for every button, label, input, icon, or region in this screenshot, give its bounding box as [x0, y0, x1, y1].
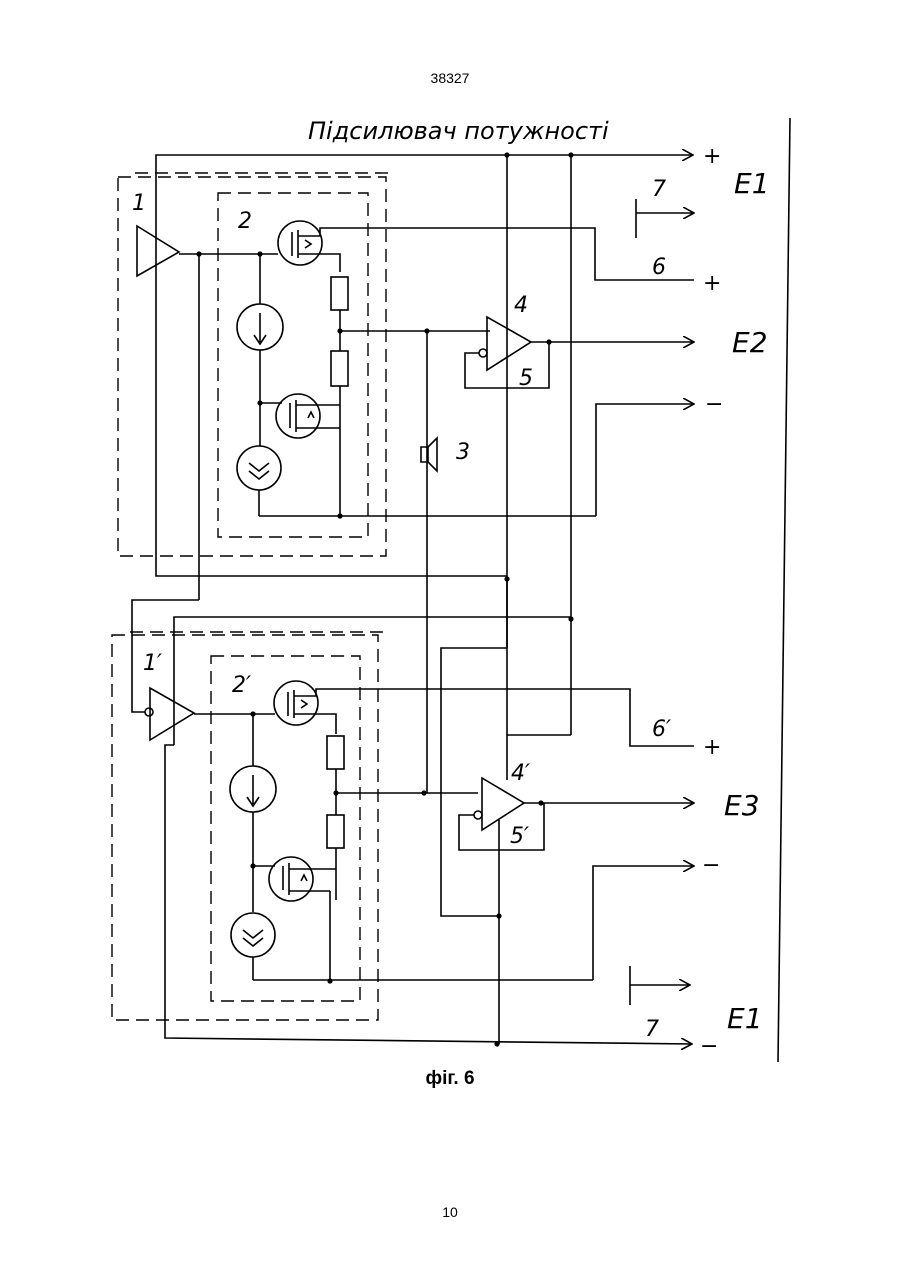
label-ground-7p: 7 [645, 1017, 659, 1042]
figure-caption: фіг. 6 [0, 1068, 900, 1090]
label-block-2p: 2′ [232, 673, 251, 698]
diode-source-lower [231, 913, 275, 957]
mosfet-upper [278, 221, 322, 265]
dashed-box-2 [218, 193, 368, 537]
label-amp-4p: 4′ [511, 761, 530, 786]
amp-1p [150, 688, 194, 740]
terminal-e3: E3 [724, 789, 760, 822]
terminal-e1-top: E1 [734, 167, 770, 200]
label-block-1p: 1′ [143, 651, 162, 676]
terminal-e2: E2 [732, 326, 768, 359]
label-output-6: 6 [652, 255, 666, 280]
amp-1 [137, 226, 179, 276]
label-loop-5: 5 [519, 366, 533, 391]
resistor-upper-2 [331, 351, 348, 386]
label-block-2: 2 [238, 209, 252, 234]
terminal-e1-bottom: E1 [727, 1002, 763, 1035]
label-loop-5p: 5′ [510, 824, 529, 849]
interconnect [132, 579, 574, 916]
plus-sign-1: + [703, 144, 721, 169]
lower-channel: 1′ 2′ 6′ [112, 632, 694, 1047]
ground-7-bottom [630, 966, 690, 1005]
upper-channel: 1 2 6 [118, 152, 694, 793]
label-ground-7: 7 [652, 177, 666, 202]
mosfet-upper-p [274, 681, 318, 725]
dashed-box-1 [118, 177, 386, 556]
label-output-6p: 6′ [652, 717, 671, 742]
minus-sign-3: − [700, 1034, 718, 1059]
diagram-title: Підсилювач потужності [308, 117, 609, 145]
resistor-lower-1 [327, 736, 344, 769]
page-number: 10 [0, 1204, 900, 1220]
label-block-1: 1 [132, 191, 146, 216]
minus-sign-1: − [705, 392, 723, 417]
plus-sign-3: + [703, 735, 721, 760]
label-speaker-3: 3 [456, 440, 470, 465]
plus-sign-2: + [703, 271, 721, 296]
resistor-lower-2 [327, 815, 344, 848]
minus-sign-2: − [702, 853, 720, 878]
resistor-upper-1 [331, 277, 348, 310]
rail-plus-top [156, 155, 693, 282]
amp-4 [487, 317, 531, 370]
diode-source-upper [237, 446, 281, 490]
speaker-3 [421, 438, 437, 471]
dashed-box-2p [211, 656, 360, 1001]
ground-7-top [636, 199, 694, 238]
frame-line [778, 118, 790, 1062]
label-amp-4: 4 [514, 293, 528, 318]
